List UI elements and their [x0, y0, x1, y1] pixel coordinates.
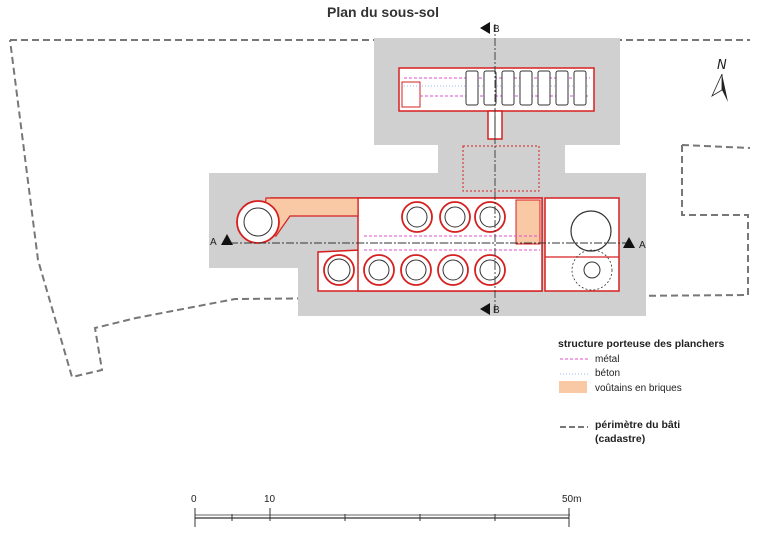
tank-cell: [519, 70, 533, 106]
tank-cell: [501, 70, 515, 106]
section-label-b-bottom: B: [493, 305, 500, 316]
page-title: Plan du sous-sol: [327, 4, 439, 20]
legend-heading: structure porteuse des planchers: [558, 338, 724, 350]
legend-item-metal: métal: [595, 354, 619, 365]
legend-item-concrete: béton: [595, 368, 620, 379]
section-arrow-b-top: [480, 22, 490, 34]
section-arrow-a-left: [221, 234, 233, 245]
scale-label-50m: 50m: [562, 494, 581, 505]
tank-cell: [465, 70, 479, 106]
small-cistern: [583, 261, 601, 279]
scale-label-10: 10: [264, 494, 276, 505]
section-label-a-left: A: [210, 237, 217, 248]
section-label-a-right: A: [639, 240, 646, 251]
cistern-outline: [571, 249, 613, 291]
tank-cell: [573, 70, 587, 106]
north-arrow-icon: [722, 74, 728, 102]
section-arrow-a-right: [623, 237, 635, 248]
north-label: N: [717, 58, 727, 73]
scale-label-0: 0: [191, 494, 197, 505]
section-arrow-b-bottom: [480, 303, 490, 315]
annex-entry: [401, 81, 421, 108]
section-label-b-top: B: [493, 24, 500, 35]
legend-item-brick: voûtains en briques: [595, 383, 682, 394]
tank-cell: [537, 70, 551, 106]
legend-swatch-brick: [559, 381, 587, 393]
north-arrow-icon: [711, 73, 723, 98]
scale-bar: [194, 508, 570, 527]
brick-vault-hall: [515, 199, 541, 245]
legend-perimeter-line2: (cadastre): [595, 433, 645, 445]
large-cistern: [570, 210, 612, 252]
tank-cell: [555, 70, 569, 106]
legend-perimeter-line1: périmètre du bâti: [595, 419, 680, 431]
dotted-void: [462, 145, 540, 192]
tank-cell: [483, 70, 497, 106]
